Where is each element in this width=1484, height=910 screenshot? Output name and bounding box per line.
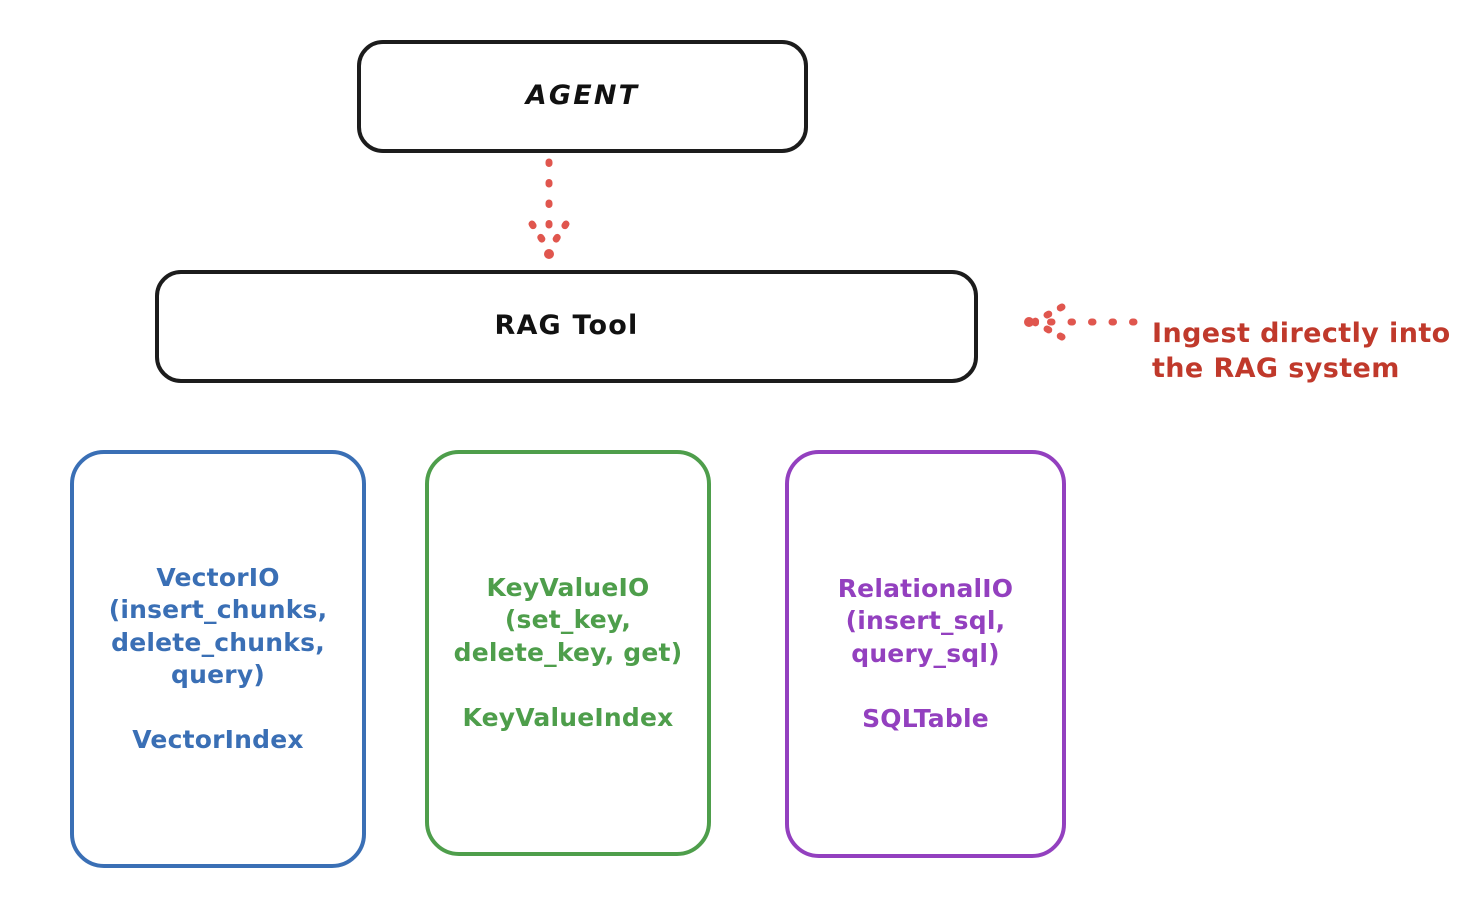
edge-agent-to-rag-tool: [528, 158, 570, 259]
node-agent-label: AGENT: [525, 80, 640, 112]
node-key-value-io-label: KeyValueIO (set_key, delete_key, get) Ke…: [453, 572, 683, 732]
node-rag-tool-label: RAG Tool: [494, 310, 639, 342]
edge-arrowhead-right: [545, 220, 570, 254]
ingest-arrowhead-top: [1030, 303, 1066, 326]
node-vector-io-label: VectorIO (insert_chunks, delete_chunks, …: [108, 562, 328, 755]
node-relational-io[interactable]: RelationalIO (insert_sql, query_sql) SQL…: [785, 450, 1066, 858]
node-agent[interactable]: AGENT: [357, 40, 808, 153]
node-rag-tool[interactable]: RAG Tool: [155, 270, 978, 383]
annotation-ingest-note-text: Ingest directly into the RAG system: [1152, 318, 1451, 385]
edge-arrowhead-left: [528, 220, 553, 254]
ingest-arrowhead-bottom: [1030, 318, 1066, 341]
annotation-ingest-note: Ingest directly into the RAG system: [1152, 281, 1472, 386]
node-vector-io[interactable]: VectorIO (insert_chunks, delete_chunks, …: [70, 450, 366, 868]
edge-ingest-arrow: [1024, 303, 1138, 341]
ingest-arrow-tip: [1024, 317, 1034, 327]
node-key-value-io[interactable]: KeyValueIO (set_key, delete_key, get) Ke…: [425, 450, 711, 856]
edge-arrow-tip: [544, 249, 554, 259]
node-relational-io-label: RelationalIO (insert_sql, query_sql) SQL…: [837, 573, 1014, 733]
